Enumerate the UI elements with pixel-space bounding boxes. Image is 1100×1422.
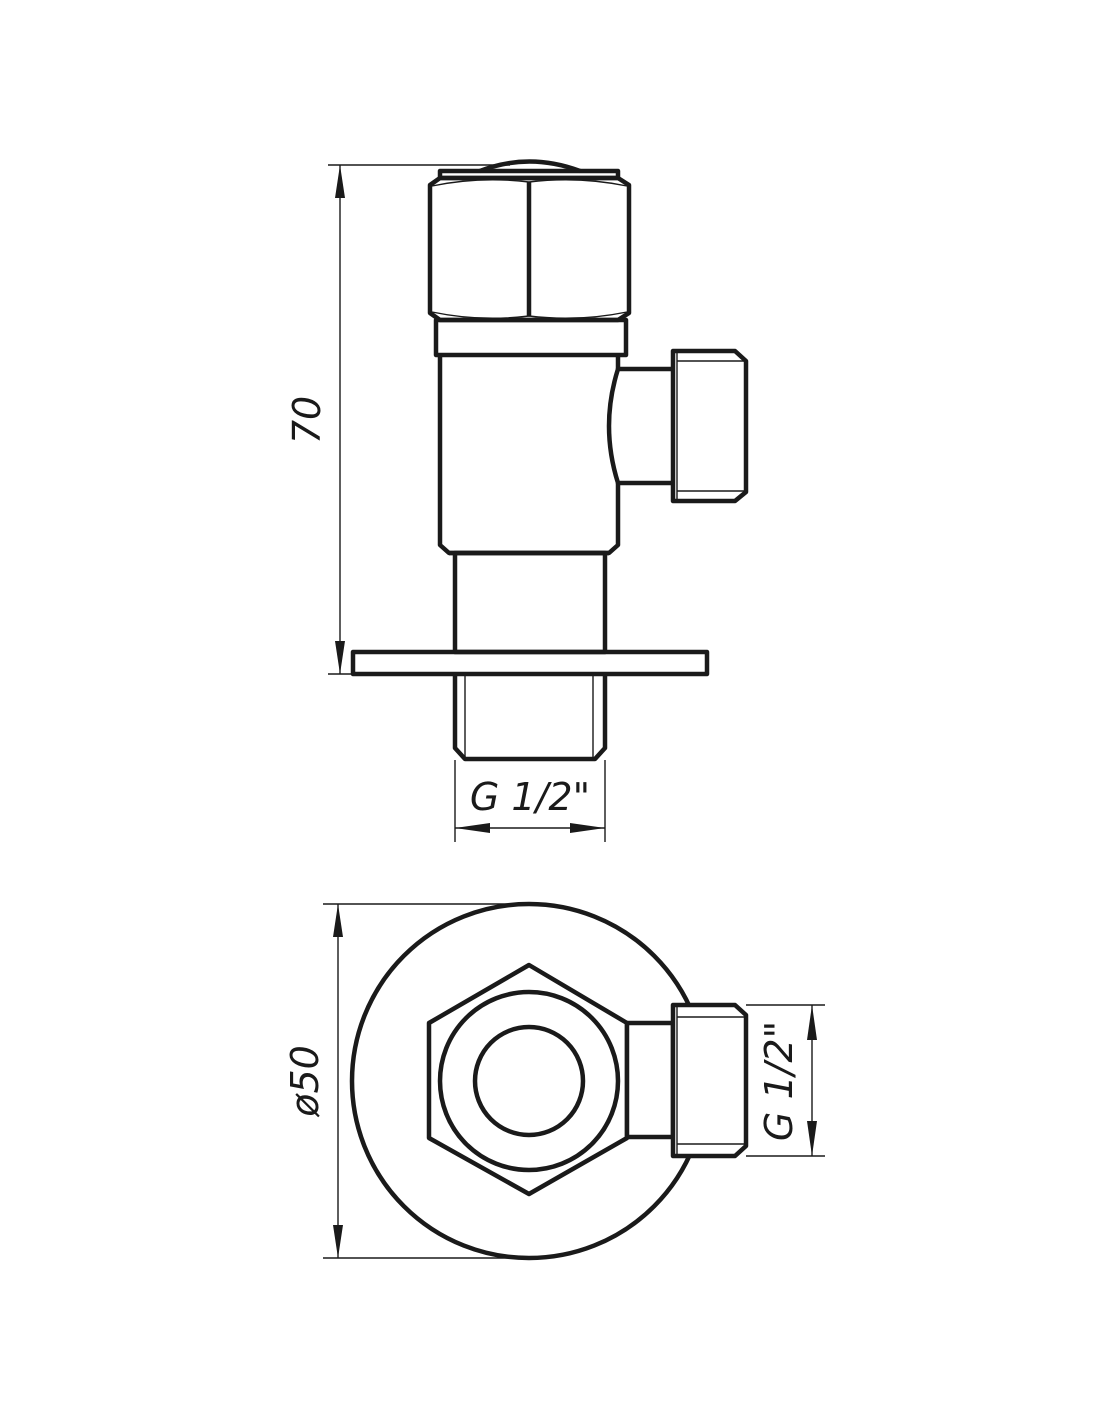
hex-outline: [426, 962, 630, 1197]
collar: [433, 317, 629, 358]
neck: [452, 550, 608, 655]
side-port-nut-top: [670, 1002, 749, 1159]
height-dimension: 70: [285, 164, 510, 675]
height-dimension-label: 70: [285, 396, 329, 444]
side-thread-label: G 1/2": [757, 1021, 801, 1141]
hex-nut-chamfer-top: [431, 179, 628, 187]
front-view: 70 G 1/2": [285, 159, 749, 842]
outer-ring: [437, 989, 621, 1173]
top-view: ø50 G 1/2": [283, 901, 825, 1261]
valve-body: [437, 355, 621, 556]
hex-nut-chamfer-bottom: [431, 311, 628, 319]
flange: [350, 649, 710, 677]
bottom-thread-label: G 1/2": [470, 775, 590, 819]
side-outlet-stub-top: [624, 1020, 676, 1140]
cap-dome: [479, 159, 581, 174]
bottom-thread-dimension: G 1/2": [454, 760, 606, 842]
bore-circle: [472, 1024, 586, 1138]
diameter-dimension: ø50: [283, 903, 510, 1259]
side-port-nut: [670, 348, 749, 504]
side-outlet-stub: [606, 366, 673, 486]
bottom-thread: [452, 674, 608, 762]
side-thread-dimension: G 1/2": [746, 1004, 825, 1157]
diameter-dimension-label: ø50: [283, 1045, 327, 1118]
